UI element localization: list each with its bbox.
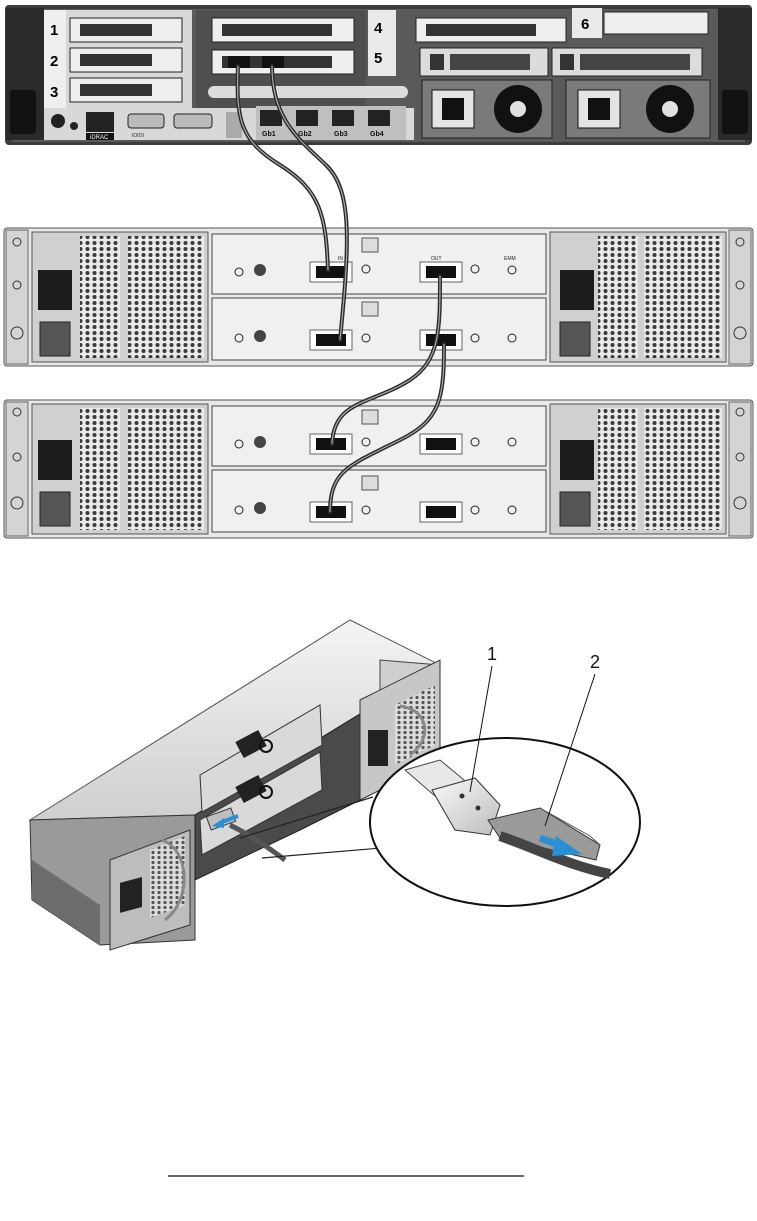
- pcie-slot-1: [70, 18, 182, 42]
- system-id-button: [51, 114, 65, 128]
- callout-1: 1: [487, 644, 497, 664]
- slot-label-4: 4: [374, 20, 383, 37]
- pcie-slot-4: [416, 18, 566, 42]
- slot-label-3: 3: [50, 84, 58, 101]
- nic-ports: Gb1 Gb2 Gb3 Gb4: [256, 106, 406, 140]
- pcie-slot-3: [70, 78, 182, 102]
- slot-label-2: 2: [50, 53, 58, 70]
- idrac-label: iDRAC: [90, 135, 109, 141]
- server-rear-panel: 1 2 3 4 5 6: [5, 5, 752, 145]
- slot-label-1: 1: [50, 22, 58, 39]
- power-supply-2: [552, 48, 710, 138]
- enclosure1-emm1-in-port: [316, 266, 346, 278]
- idrac-port: iDRAC: [86, 112, 114, 141]
- storage-enclosure-2: [4, 400, 753, 538]
- enclosure2-emm1-out-port: [426, 438, 456, 450]
- enclosure1-emm1-in-label: IN: [338, 256, 343, 262]
- nic-port-label-1: Gb1: [262, 131, 276, 138]
- enclosure1-emm1-emm-label: EMM: [504, 256, 516, 262]
- callout-2: 2: [590, 652, 600, 672]
- enclosure2-emm2-out-port: [426, 506, 456, 518]
- power-supply-1: [420, 48, 552, 138]
- detail-magnifier: [370, 738, 640, 906]
- pcie-slot-2: [70, 48, 182, 72]
- slot-label-5: 5: [374, 50, 382, 67]
- nic-port-label-4: Gb4: [370, 131, 384, 138]
- zoom-line-bottom: [262, 847, 393, 858]
- slot-label-6: 6: [581, 16, 589, 33]
- enclosure1-emm1-out-label: OUT: [431, 256, 442, 262]
- pcie-slot-6: [604, 12, 708, 34]
- enclosure1-emm2-out-port: [426, 334, 456, 346]
- storage-enclosure-1: IN OUT EMM: [4, 228, 753, 366]
- enclosure-isometric-view: [30, 620, 440, 950]
- nic-port-label-3: Gb3: [334, 131, 348, 138]
- serial-label: IOIOI: [132, 133, 144, 139]
- vga-port: [174, 114, 212, 128]
